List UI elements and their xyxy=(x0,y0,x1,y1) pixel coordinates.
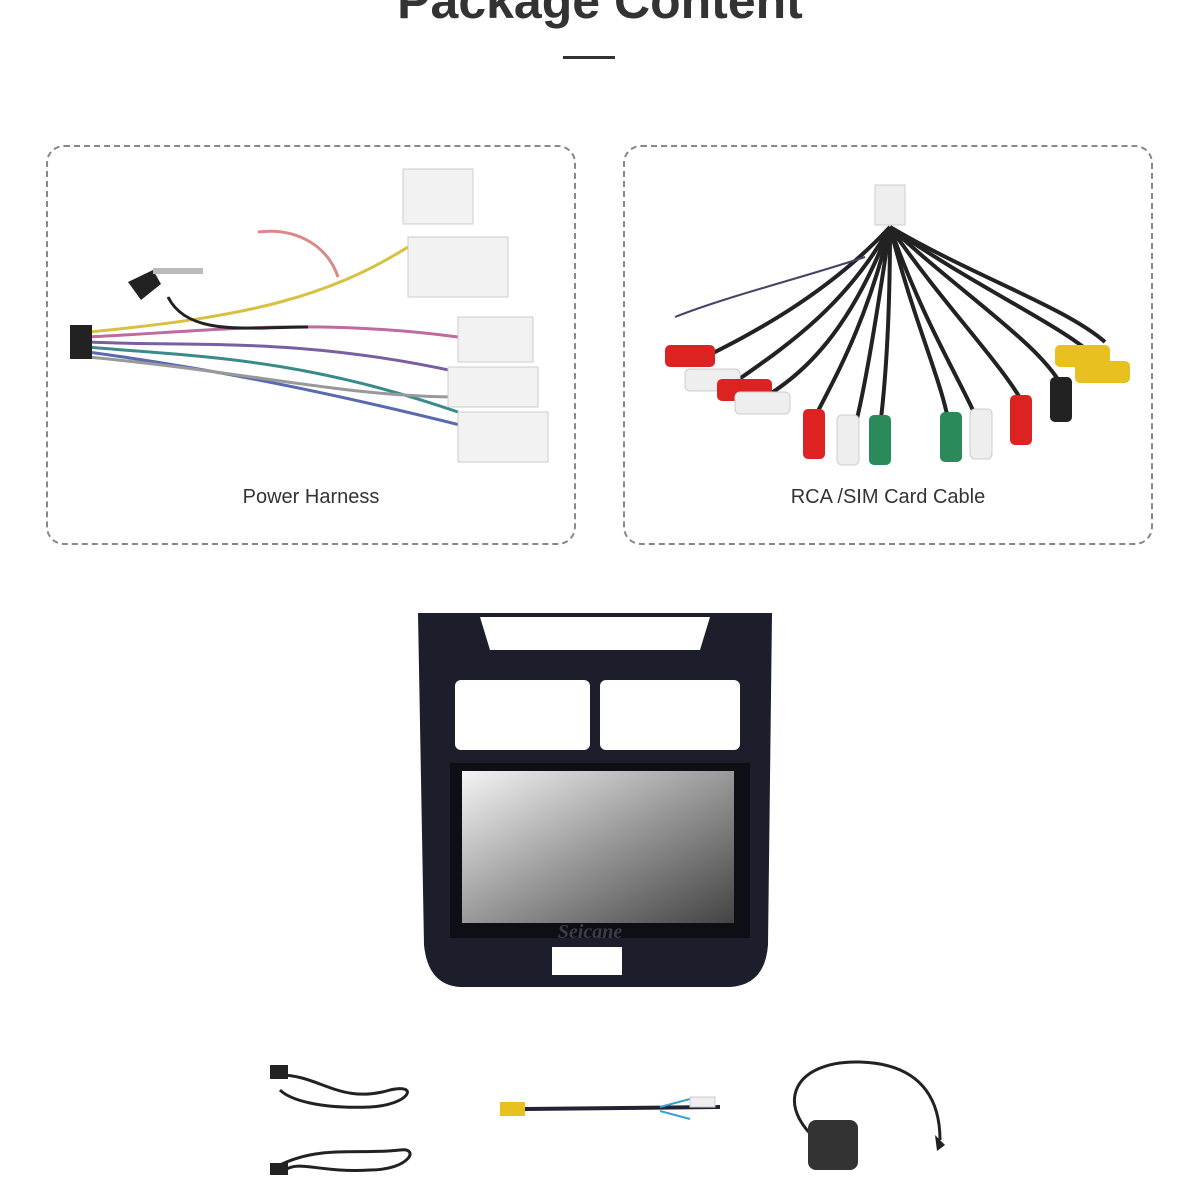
power-harness-image xyxy=(70,168,549,463)
item-label: Power Harness xyxy=(242,486,380,508)
title-divider xyxy=(563,56,615,59)
head-unit-image: Seicane xyxy=(418,613,772,987)
gps-antenna-image xyxy=(793,1060,945,1170)
usb-cables-image xyxy=(270,1065,412,1175)
camera-cable-image xyxy=(500,1096,721,1120)
item-card-power-harness: Power Harness xyxy=(46,145,576,545)
item-label: RCA /SIM Card Cable xyxy=(790,486,986,508)
page-title: Package Content xyxy=(397,0,803,29)
item-card-rca-sim-cable: RCA /SIM Card Cable xyxy=(623,145,1153,545)
rca-cable-image xyxy=(665,184,1130,466)
brand-logo: Seicane xyxy=(558,921,623,943)
